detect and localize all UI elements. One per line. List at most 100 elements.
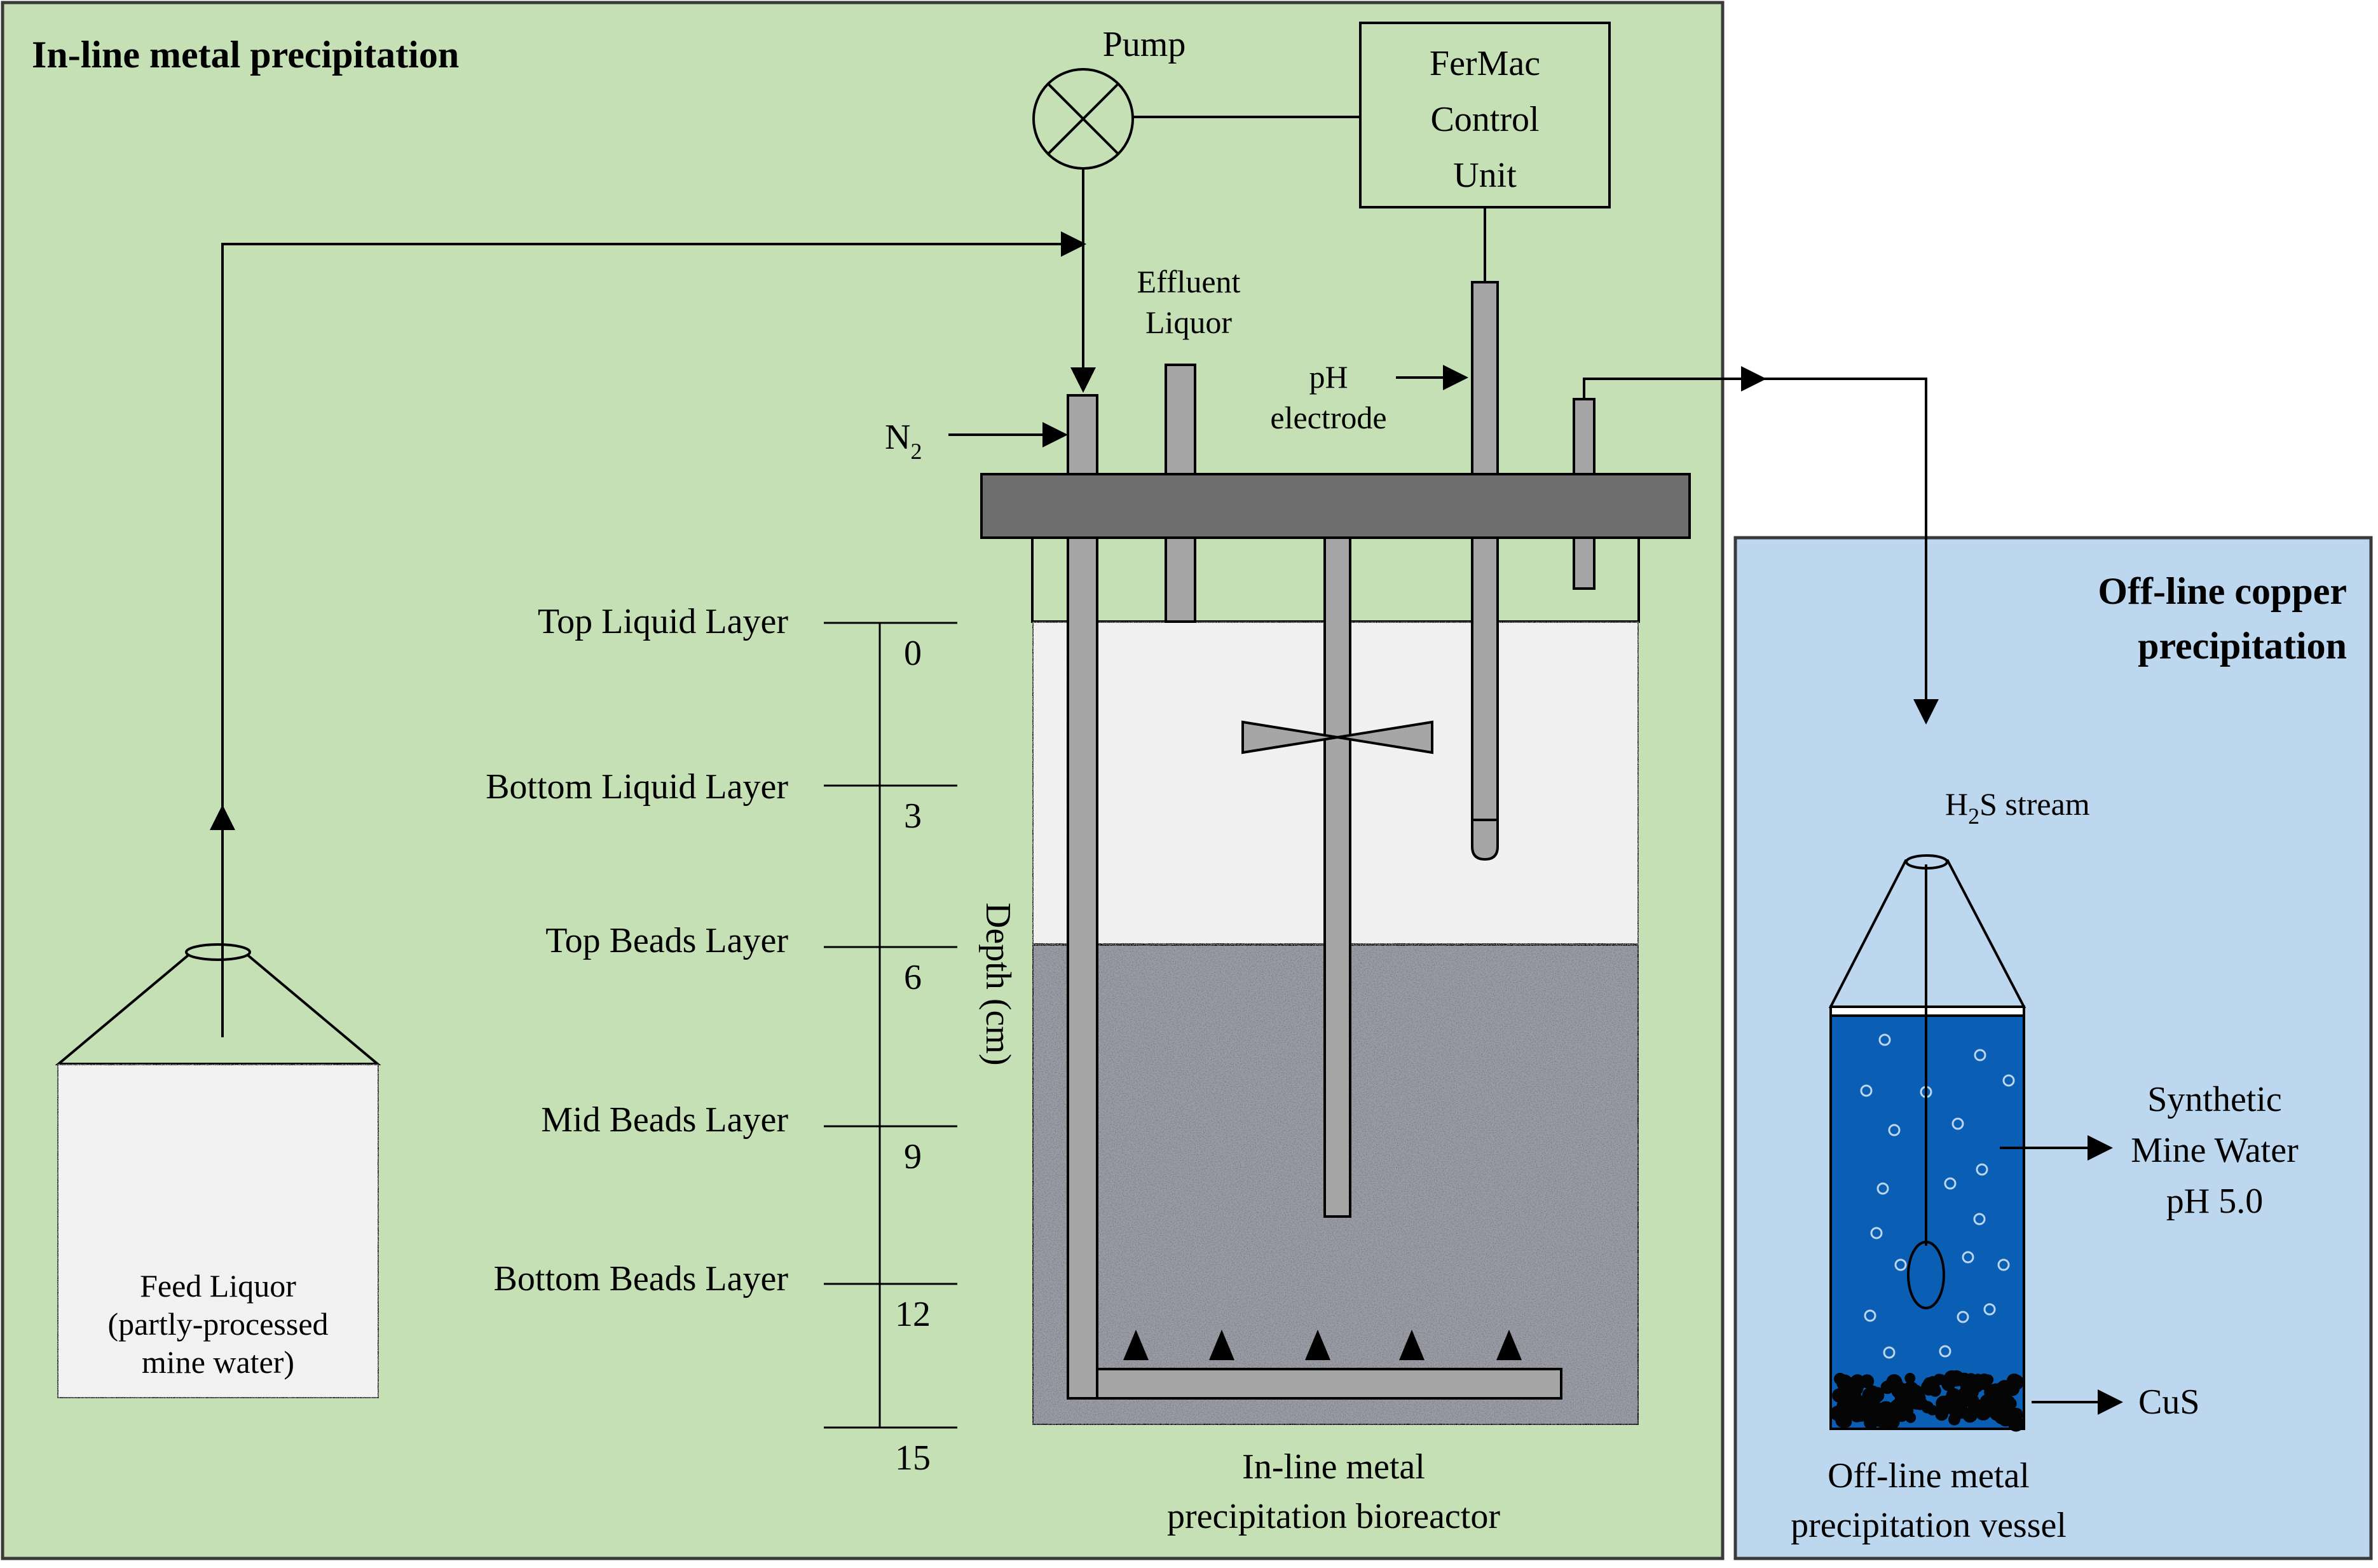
vessel-bubbles [1860, 1033, 2015, 1359]
synthetic-water-line3: pH 5.0 [2166, 1182, 2263, 1221]
cus-particle [1962, 1407, 1978, 1423]
cus-particle [1889, 1375, 1900, 1386]
nitrogen-inlet-pipe [1067, 394, 1098, 1400]
gas-bubble-marker-5 [1496, 1330, 1522, 1360]
ph-label-line2: electrode [1270, 400, 1386, 435]
feed-label-line2: (partly-processed [107, 1306, 328, 1342]
gas-bubble-marker-2 [1209, 1330, 1234, 1360]
vessel-bubble [1860, 1084, 1873, 1097]
feed-line-top [221, 231, 1086, 807]
cus-particle [1927, 1405, 1938, 1416]
gas-bubble-marker-1 [1123, 1330, 1149, 1360]
vessel-bubble [1864, 1309, 1876, 1322]
cus-particle [1864, 1415, 1878, 1430]
cus-particle [1953, 1402, 1967, 1416]
cus-particle [1847, 1391, 1862, 1407]
vessel-bubble [1883, 1346, 1896, 1359]
synthetic-water-line2: Mine Water [2131, 1131, 2299, 1170]
h2s-transfer-line-down [1764, 378, 1939, 725]
reactor-lid [980, 473, 1691, 539]
impeller-right [1337, 720, 1433, 754]
cus-particle [1904, 1373, 1916, 1384]
feed-label-line3: mine water) [142, 1344, 294, 1380]
control-unit-line1: FerMac [1430, 44, 1540, 83]
vessel-bubble [1976, 1163, 1988, 1176]
cus-particle [1869, 1387, 1885, 1403]
feed-vessel [55, 943, 381, 1400]
cus-particle [1967, 1377, 1984, 1393]
depth-layer-label: Top Beads Layer [545, 921, 788, 960]
offline-vessel-line1: Off-line metal [1828, 1456, 2030, 1496]
nitrogen-label: N2 [885, 418, 922, 464]
h2s-sparger-ring [1907, 1241, 1945, 1309]
vessel-bubble [1894, 1258, 1907, 1271]
depth-layer-label: Bottom Liquid Layer [486, 767, 788, 807]
vessel-bubble [1876, 1182, 1889, 1195]
cus-particle [1894, 1396, 1908, 1411]
depth-layer-label: Mid Beads Layer [541, 1100, 788, 1140]
cus-particle [1913, 1397, 1927, 1410]
sparger-bar [1067, 1368, 1562, 1400]
cus-particle [1868, 1401, 1885, 1418]
vessel-bubble [1973, 1213, 1986, 1225]
depth-layer-label: Bottom Beads Layer [494, 1259, 789, 1299]
cus-precipitate [1830, 1370, 2025, 1432]
depth-layer-label: Top Liquid Layer [538, 602, 789, 641]
vessel-bubble [1944, 1177, 1957, 1190]
impeller-left [1241, 720, 1338, 754]
cus-particle [1975, 1404, 1992, 1421]
cus-particle [1935, 1407, 1948, 1421]
cus-label: CuS [2138, 1382, 2200, 1422]
gas-bubble-marker-3 [1305, 1330, 1330, 1360]
vessel-bubble [1974, 1049, 1986, 1061]
effluent-label-line1: Effluent [1137, 264, 1241, 299]
vessel-bubble [1957, 1311, 1969, 1323]
control-unit-line2: Control [1430, 100, 1539, 139]
inline-title: In-line metal precipitation [32, 34, 459, 76]
cus-particle [1941, 1377, 1956, 1391]
vessel-bubble [1878, 1033, 1891, 1046]
depth-tick-label: 12 [895, 1295, 931, 1334]
feed-vessel-opening [185, 943, 251, 961]
cus-particle [1998, 1412, 2013, 1427]
ph-electrode-probe [1471, 281, 1499, 861]
control-unit-line3: Unit [1453, 156, 1517, 195]
cus-particle [1959, 1390, 1971, 1401]
control-unit-box [1359, 22, 1611, 208]
bioreactor-label-line1: In-line metal [1242, 1447, 1425, 1487]
depth-tick-label: 3 [904, 796, 922, 836]
cus-particle [1854, 1377, 1867, 1389]
cus-particle [1834, 1372, 1847, 1386]
vessel-bubble [1983, 1303, 1996, 1316]
cus-particle [1920, 1379, 1937, 1396]
vessel-bubble [1888, 1124, 1901, 1136]
h2s-transfer-line [1583, 366, 1766, 399]
vessel-bubble [1962, 1251, 1974, 1264]
depth-tick-label: 15 [895, 1438, 931, 1478]
cus-particle [1994, 1389, 2008, 1404]
ph-label-line1: pH [1309, 359, 1348, 395]
vessel-bubble [2002, 1074, 2015, 1087]
pump [1032, 68, 1134, 170]
depth-axis-title: Depth (cm) [978, 903, 1018, 1066]
gas-bubble-marker-4 [1399, 1330, 1425, 1360]
effluent-label-line2: Liquor [1145, 304, 1232, 340]
bioreactor [980, 281, 1691, 1426]
vessel-bubble [1939, 1345, 1951, 1358]
vessel-bubble [1997, 1258, 2010, 1271]
feed-label-line1: Feed Liquor [140, 1268, 296, 1304]
synthetic-water-line1: Synthetic [2147, 1080, 2282, 1119]
offline-vessel [1828, 854, 2026, 1432]
depth-tick-label: 6 [904, 958, 922, 997]
vessel-bubble [1951, 1117, 1964, 1130]
h2s-label: H2S stream [1945, 786, 2090, 829]
offline-vessel-line2: precipitation vessel [1791, 1506, 2067, 1545]
pump-label: Pump [1103, 25, 1186, 64]
depth-tick-label: 0 [904, 634, 922, 673]
stirrer-shaft [1323, 473, 1351, 1218]
depth-tick-label: 9 [904, 1137, 922, 1176]
cus-particle [1942, 1394, 1957, 1409]
